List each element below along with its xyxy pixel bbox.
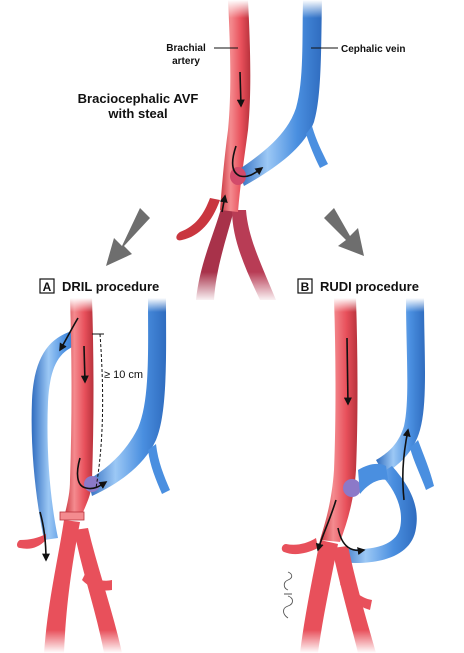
diagram-title-line2: with steal (107, 106, 167, 121)
dril-distal-artery (44, 520, 80, 653)
panel-b-letter: B (301, 280, 310, 294)
brachial-artery-label-line1: Brachial (166, 43, 206, 54)
dril-flow-arrow-into-vein (76, 457, 108, 490)
dril-flow-arrow-down (80, 345, 89, 384)
dril-flow-arrow-bypass (59, 317, 79, 352)
rudi-graft (338, 466, 417, 563)
dril-cephalic-vein (88, 298, 167, 496)
diagram-title-line1: Braciocephalic AVF (78, 91, 199, 106)
dril-brachial-artery (64, 298, 94, 520)
rudi-ligated-anastomosis (343, 479, 361, 497)
top-artery-branch-left (176, 198, 220, 241)
panel-b-letter-box (297, 278, 313, 294)
rudi-flow-arrow-up (402, 428, 411, 501)
top-flow-arrow-into-vein (231, 145, 264, 178)
dril-distance-label: ≥ 10 cm (104, 369, 143, 381)
rudi-flow-arrow-down (343, 337, 352, 406)
dril-bypass-graft (31, 330, 80, 540)
brachial-artery-label-line2: artery (172, 56, 200, 67)
arrow-to-rudi-icon (324, 208, 364, 256)
rudi-flow-arrow-graft (337, 527, 366, 555)
panel-a-diagram (10, 298, 180, 653)
panel-a-title: DRIL procedure (62, 279, 159, 294)
top-diagram (170, 0, 340, 302)
rudi-brachial-artery (320, 298, 358, 542)
dril-ligation (59, 511, 85, 521)
panel-a-letter: A (43, 280, 52, 294)
rudi-radial-artery (300, 540, 338, 653)
rudi-vein-stump (358, 463, 388, 494)
panel-b-title: RUDI procedure (320, 279, 419, 294)
rudi-branch-left (281, 538, 318, 555)
rudi-flow-arrow-distal (315, 499, 337, 552)
dril-distal-branch-right (82, 572, 112, 591)
top-flow-arrow-up (219, 194, 228, 213)
dril-flow-arrow-bypass-down (39, 511, 50, 562)
rudi-cephalic-vein (376, 298, 425, 474)
panel-a-letter-box (39, 278, 55, 294)
top-flow-arrow-down (236, 71, 245, 108)
dril-distal-branch-left (17, 534, 46, 549)
cephalic-vein-label: Cephalic vein (341, 44, 405, 55)
dril-cephalic-vein-branch (148, 444, 170, 494)
dril-fistula-anastomosis (84, 476, 100, 492)
artist-signature (283, 571, 293, 619)
dril-distance-line (95, 333, 104, 489)
arrow-to-dril-icon (106, 208, 150, 266)
rudi-cephalic-vein-branch (410, 440, 434, 490)
top-cephalic-vein (238, 0, 322, 186)
top-cephalic-vein-branch (306, 126, 328, 168)
top-brachial-artery (220, 0, 251, 212)
panel-b-diagram (270, 298, 440, 653)
dril-distal-artery-ulnar (74, 528, 122, 653)
rudi-branch-right (340, 578, 372, 610)
